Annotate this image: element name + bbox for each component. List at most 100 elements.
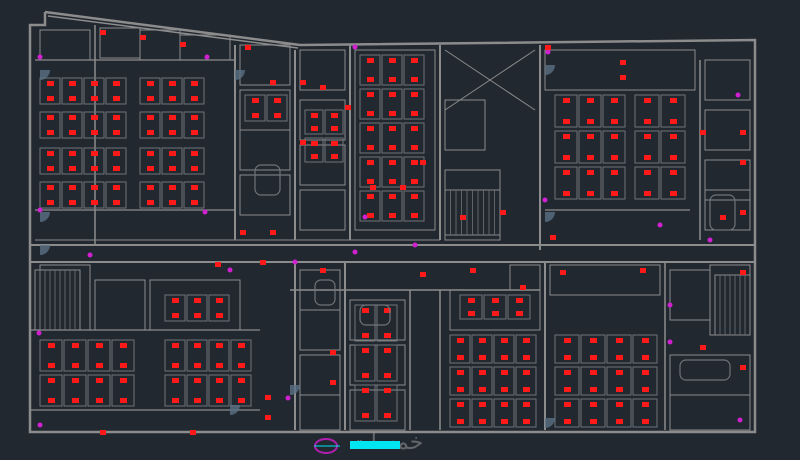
room bbox=[94, 279, 146, 331]
power-outlet-marker bbox=[169, 96, 176, 101]
power-outlet-marker bbox=[389, 77, 396, 82]
power-outlet-marker bbox=[194, 343, 201, 348]
power-outlet-marker bbox=[320, 85, 326, 90]
workstation-desk bbox=[515, 334, 537, 364]
light-fixture bbox=[707, 237, 713, 243]
light-fixture bbox=[545, 49, 551, 55]
room bbox=[39, 29, 91, 61]
workstation-desk bbox=[606, 334, 632, 364]
power-outlet-marker bbox=[389, 92, 396, 97]
workstation-desk bbox=[449, 334, 471, 364]
workstation-desk bbox=[376, 384, 398, 422]
power-outlet-marker bbox=[240, 230, 246, 235]
light-fixture bbox=[204, 54, 210, 60]
power-outlet-marker bbox=[520, 285, 526, 290]
workstation-desk bbox=[578, 130, 602, 164]
workstation-desk bbox=[471, 366, 493, 396]
workstation-desk bbox=[471, 398, 493, 428]
power-outlet-marker bbox=[270, 230, 276, 235]
power-outlet-marker bbox=[411, 77, 418, 82]
light-fixture bbox=[667, 302, 673, 308]
power-outlet-marker bbox=[367, 126, 374, 131]
power-outlet-marker bbox=[48, 398, 55, 403]
light-fixture bbox=[737, 417, 743, 423]
power-outlet-marker bbox=[644, 119, 651, 124]
power-outlet-marker bbox=[191, 200, 198, 205]
power-outlet-marker bbox=[367, 92, 374, 97]
workstation-desk bbox=[493, 334, 515, 364]
workstation-desk bbox=[230, 374, 252, 407]
power-outlet-marker bbox=[69, 151, 76, 156]
power-outlet-marker bbox=[616, 370, 623, 375]
power-outlet-marker bbox=[564, 402, 571, 407]
power-outlet-marker bbox=[587, 134, 594, 139]
power-outlet-marker bbox=[616, 338, 623, 343]
workstation-desk bbox=[578, 94, 602, 128]
power-outlet-marker bbox=[91, 81, 98, 86]
workstation-desk bbox=[324, 109, 344, 135]
power-outlet-marker bbox=[194, 313, 201, 318]
power-outlet-marker bbox=[113, 115, 120, 120]
power-outlet-marker bbox=[216, 313, 223, 318]
power-outlet-marker bbox=[389, 213, 396, 218]
power-outlet-marker bbox=[367, 111, 374, 116]
light-fixture bbox=[412, 242, 418, 248]
power-outlet-marker bbox=[640, 268, 646, 273]
workstation-desk bbox=[164, 339, 186, 372]
power-outlet-marker bbox=[563, 134, 570, 139]
workstation-desk bbox=[87, 339, 111, 372]
power-outlet-marker bbox=[384, 388, 391, 393]
power-outlet-marker bbox=[590, 338, 597, 343]
power-outlet-marker bbox=[523, 355, 530, 360]
power-outlet-marker bbox=[516, 298, 523, 303]
workstation-desk bbox=[164, 374, 186, 407]
power-outlet-marker bbox=[113, 81, 120, 86]
workstation-desk bbox=[39, 339, 63, 372]
power-outlet-marker bbox=[563, 191, 570, 196]
workstation-desk bbox=[230, 339, 252, 372]
power-outlet-marker bbox=[72, 378, 79, 383]
room bbox=[669, 269, 711, 321]
power-outlet-marker bbox=[479, 338, 486, 343]
room bbox=[704, 159, 751, 201]
power-outlet-marker bbox=[590, 370, 597, 375]
workstation-desk bbox=[208, 294, 230, 322]
power-outlet-marker bbox=[492, 298, 499, 303]
workstation-desk bbox=[61, 111, 83, 139]
power-outlet-marker bbox=[411, 194, 418, 199]
workstation-desk bbox=[161, 181, 183, 209]
power-outlet-marker bbox=[362, 348, 369, 353]
workstation-desk bbox=[580, 334, 606, 364]
power-outlet-marker bbox=[590, 355, 597, 360]
door-swing bbox=[545, 212, 555, 222]
power-outlet-marker bbox=[72, 398, 79, 403]
room bbox=[299, 189, 346, 231]
power-outlet-marker bbox=[564, 338, 571, 343]
workstation-desk bbox=[602, 130, 626, 164]
workstation-desk bbox=[354, 344, 376, 382]
power-outlet-marker bbox=[411, 213, 418, 218]
workstation-desk bbox=[449, 398, 471, 428]
meeting-table bbox=[679, 359, 731, 381]
power-outlet-marker bbox=[389, 126, 396, 131]
power-outlet-marker bbox=[367, 77, 374, 82]
power-outlet-marker bbox=[147, 166, 154, 171]
room bbox=[549, 264, 661, 296]
power-outlet-marker bbox=[147, 96, 154, 101]
power-outlet-marker bbox=[516, 311, 523, 316]
power-outlet-marker bbox=[457, 370, 464, 375]
power-outlet-marker bbox=[362, 308, 369, 313]
light-fixture bbox=[542, 197, 548, 203]
power-outlet-marker bbox=[523, 387, 530, 392]
door-swing bbox=[235, 70, 245, 80]
power-outlet-marker bbox=[370, 185, 376, 190]
workstation-desk bbox=[554, 366, 580, 396]
workstation-desk bbox=[515, 398, 537, 428]
door-swing bbox=[290, 385, 300, 395]
workstation-desk bbox=[359, 122, 381, 154]
workstation-desk bbox=[186, 339, 208, 372]
workstation-desk bbox=[359, 190, 381, 222]
power-outlet-marker bbox=[468, 298, 475, 303]
power-outlet-marker bbox=[191, 166, 198, 171]
power-outlet-marker bbox=[545, 45, 551, 50]
